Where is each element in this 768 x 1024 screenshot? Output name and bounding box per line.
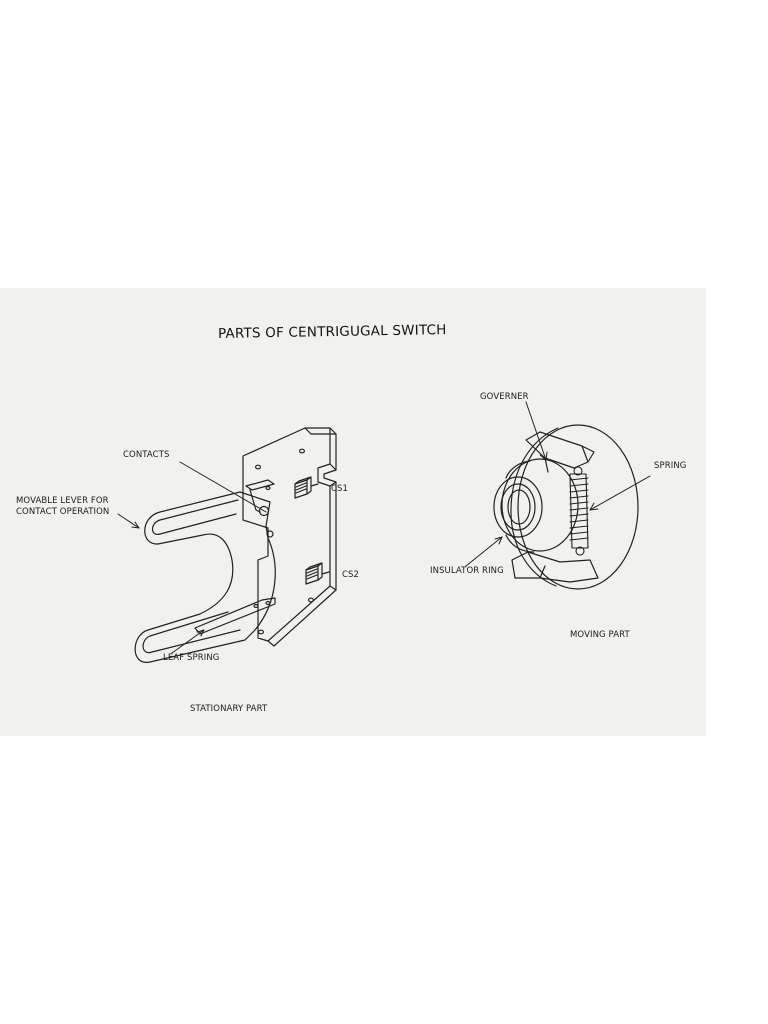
hub-side [505,460,535,553]
label-contacts: CONTACTS [123,450,170,460]
contacts-point [258,505,270,517]
back-disc-rim [510,427,559,587]
contact-arm [245,479,275,513]
stationary-leader-lines [117,461,267,654]
insulator-ring-inner [500,483,536,531]
back-disc [517,424,639,590]
lever-inner-slot-top [151,499,239,535]
terminal-cs2 [305,562,330,585]
label-cs2: CS2 [342,570,360,580]
insulator-ring-outer [493,476,543,538]
contacts-point-lower [266,530,274,538]
label-governer: GOVERNER [480,392,529,402]
caption-moving-part: MOVING PART [570,630,630,640]
hub-outer [501,458,579,552]
label-cs1: CS1 [331,484,349,494]
mounting-plate-edge [267,427,337,647]
label-movable-lever-line1: MOVABLE LEVER FOR [16,496,109,506]
mounting-plate [242,427,331,642]
terminal-cs1 [294,476,319,499]
moving-part-drawing [493,424,639,590]
lever-inner-slot-bottom [142,611,241,654]
label-insulator-ring: INSULATOR RING [430,566,504,576]
label-spring: SPRING [654,461,687,471]
label-movable-lever-line2: CONTACT OPERATION [16,507,110,517]
spring-coil [569,466,589,556]
leaf-spring-strip [194,597,276,635]
label-leaf-spring: LEAF SPRING [163,653,220,663]
caption-stationary-part: STATIONARY PART [190,704,268,714]
moving-leader-lines [465,401,651,567]
movable-lever [134,491,276,663]
paper-sheet [0,288,706,736]
governor-arm-bottom [511,551,599,583]
stationary-part-drawing [134,427,337,663]
